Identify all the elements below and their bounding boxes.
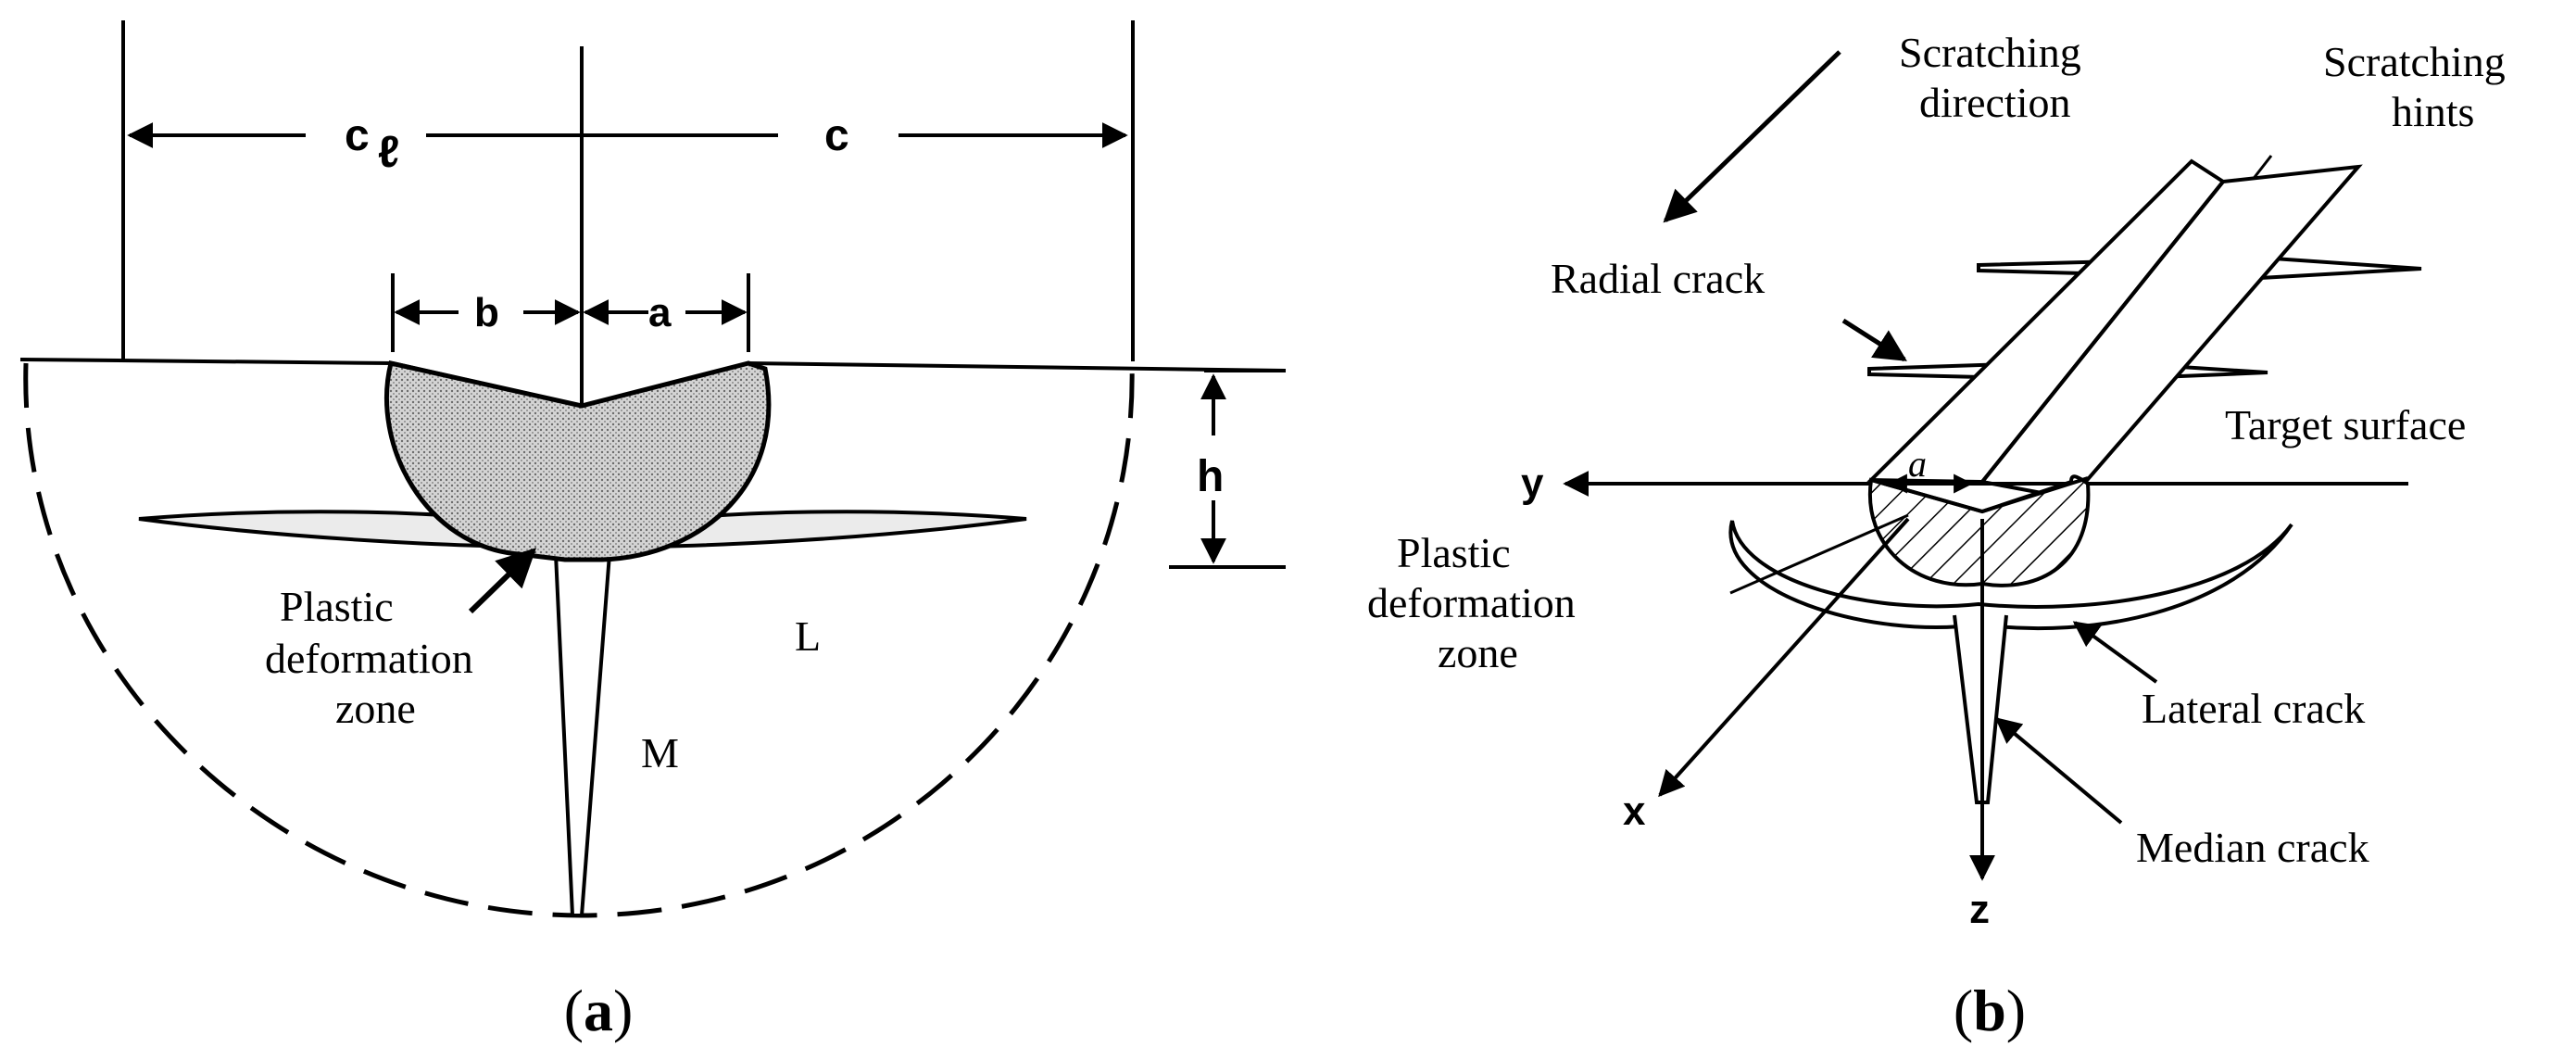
- label-scratching-hints-2: hints: [2392, 88, 2474, 135]
- caption-b: (b): [1954, 978, 2026, 1043]
- label-plastic-b-2: deformation: [1367, 579, 1576, 626]
- median-crack-pointer: [1994, 717, 2123, 825]
- label-scratching-direction-2: direction: [1919, 79, 2071, 126]
- label-a: a: [648, 290, 672, 335]
- label-b: b: [474, 290, 499, 335]
- label-median-crack: Median crack: [2136, 824, 2369, 871]
- label-target-surface: Target surface: [2225, 401, 2466, 448]
- lateral-crack-pointer: [2072, 621, 2158, 684]
- label-c-l: c: [345, 111, 370, 160]
- label-x: x: [1623, 789, 1646, 834]
- label-scratching-direction-1: Scratching: [1899, 29, 2081, 76]
- label-plastic-a-3: zone: [335, 685, 416, 732]
- label-z: z: [1969, 887, 1990, 932]
- panel-a: c ℓ c b a h Plastic deformation zone: [19, 20, 1287, 1043]
- label-h: h: [1197, 452, 1224, 501]
- plastic-zone-pointer-b: [1729, 513, 1909, 595]
- plastic-zone-pointer-a: [468, 548, 537, 614]
- plastic-zone-a: [384, 360, 772, 562]
- scratch-tool-edge: [1980, 180, 2225, 484]
- median-crack-a: [554, 553, 611, 917]
- label-lateral-crack: Lateral crack: [2142, 685, 2365, 732]
- label-radial-crack: Radial crack: [1551, 255, 1765, 302]
- x-axis: [1658, 517, 1910, 798]
- label-plastic-b-3: zone: [1438, 629, 1518, 676]
- label-c-l-subscript: ℓ: [378, 128, 399, 177]
- lateral-crack-b: [1728, 520, 2293, 631]
- label-c: c: [824, 111, 849, 160]
- label-L: L: [795, 612, 821, 660]
- label-scratching-hints-1: Scratching: [2323, 38, 2506, 85]
- label-M: M: [641, 729, 679, 776]
- plastic-zone-b: [1867, 474, 2091, 587]
- scratching-direction-arrow: [1663, 50, 1841, 223]
- label-plastic-a-1: Plastic: [280, 583, 394, 630]
- label-plastic-b-1: Plastic: [1397, 529, 1511, 576]
- label-a-b: a: [1908, 443, 1927, 485]
- caption-a: (a): [564, 978, 634, 1043]
- label-plastic-a-2: deformation: [265, 635, 473, 682]
- label-y: y: [1521, 461, 1544, 506]
- radial-crack-pointer: [1841, 318, 1907, 362]
- panel-b: Scratching direction Scratching hints y …: [1367, 29, 2506, 1043]
